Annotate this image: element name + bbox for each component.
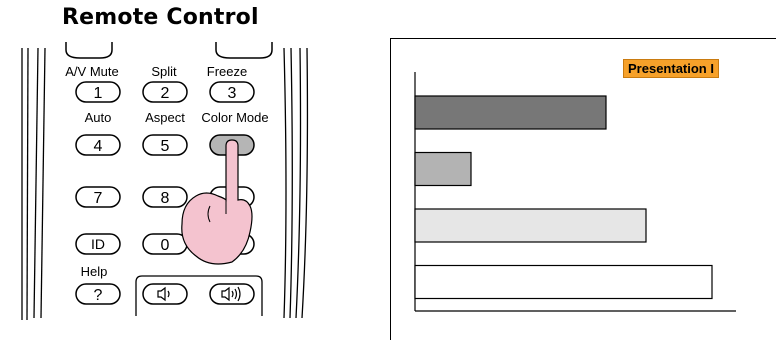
label-av-mute: A/V Mute	[65, 64, 118, 79]
remote-casing-left	[22, 48, 45, 320]
color-mode-badge: Presentation I	[623, 59, 719, 78]
top-button-left[interactable]	[66, 42, 112, 58]
button-0[interactable]: 0	[143, 234, 187, 254]
label-help: Help	[81, 264, 108, 279]
label-freeze: Freeze	[207, 64, 247, 79]
label-split: Split	[151, 64, 177, 79]
remote-casing-right	[284, 48, 307, 318]
button-7[interactable]: 7	[76, 187, 120, 207]
svg-text:?: ?	[94, 287, 103, 304]
volume-up-button[interactable]	[210, 284, 254, 304]
screen-bar-4	[415, 266, 712, 299]
screen-bars	[415, 96, 712, 299]
screen-bar-1	[415, 96, 606, 129]
svg-text:2: 2	[161, 85, 170, 102]
label-aspect: Aspect	[145, 110, 185, 125]
svg-text:ID: ID	[91, 236, 105, 252]
button-8[interactable]: 8	[143, 187, 187, 207]
label-auto: Auto	[85, 110, 112, 125]
volume-down-button[interactable]	[143, 284, 187, 304]
top-button-right[interactable]	[216, 42, 272, 58]
button-3[interactable]: 3	[210, 82, 254, 102]
label-color-mode: Color Mode	[201, 110, 268, 125]
svg-text:8: 8	[161, 190, 170, 207]
button-5[interactable]: 5	[143, 135, 187, 155]
screen-bar-2	[415, 153, 471, 186]
button-2[interactable]: 2	[143, 82, 187, 102]
svg-text:3: 3	[228, 85, 237, 102]
svg-text:5: 5	[161, 138, 170, 155]
button-help[interactable]: ?	[76, 284, 120, 304]
pressing-hand-icon	[182, 140, 252, 264]
svg-text:4: 4	[94, 138, 103, 155]
svg-text:0: 0	[161, 237, 170, 254]
screen-canvas	[391, 39, 776, 341]
button-id[interactable]: ID	[76, 234, 120, 254]
svg-text:7: 7	[94, 190, 103, 207]
remote-control: A/V Mute Split Freeze 1 2 3 Auto Aspect …	[0, 0, 330, 340]
button-4[interactable]: 4	[76, 135, 120, 155]
screen-bar-3	[415, 209, 646, 242]
projected-screen: Presentation I	[390, 38, 776, 340]
svg-text:1: 1	[94, 85, 103, 102]
button-1[interactable]: 1	[76, 82, 120, 102]
